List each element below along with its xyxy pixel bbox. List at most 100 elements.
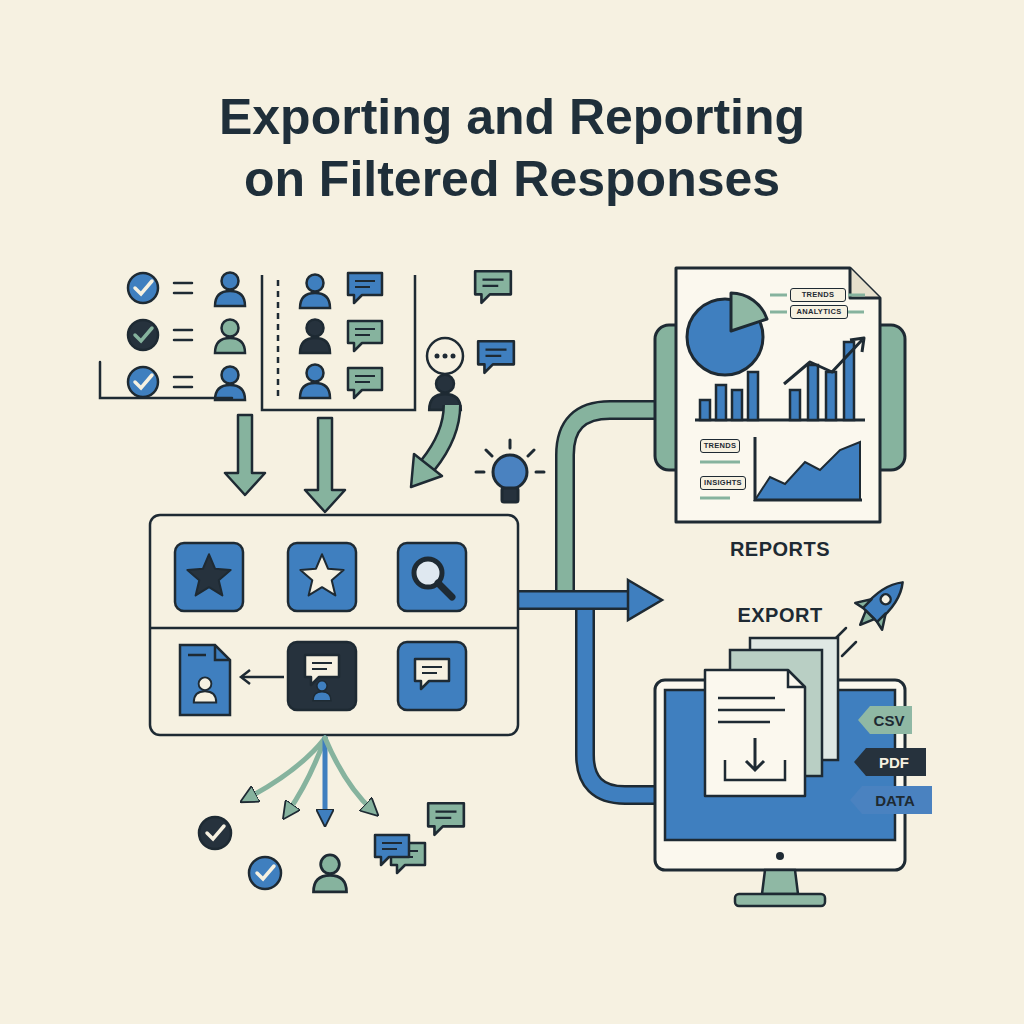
- drawing-part: [277, 280, 280, 398]
- drawing-part: [199, 817, 231, 849]
- drawing-part: [700, 342, 854, 420]
- report-document: REPORTS TRENDS ANALYTICS TRENDS INSIGHTS: [650, 262, 910, 562]
- chart-tag: TRENDS: [700, 439, 740, 453]
- drawing-part: [180, 645, 230, 715]
- format-tag: PDF: [854, 748, 926, 776]
- drawing-part: [288, 543, 356, 611]
- drawing-part: [314, 855, 347, 892]
- tag-text: INSIGHTS: [701, 477, 745, 489]
- drawing-part: [323, 738, 328, 818]
- drawing-part: [215, 645, 230, 660]
- drawing-part: [262, 275, 415, 410]
- drawing-part: [128, 273, 158, 303]
- drawing-part: [808, 365, 818, 420]
- drawing-part: [732, 390, 742, 420]
- drawing-part: [249, 857, 281, 889]
- drawing-part: [348, 321, 382, 351]
- drawing-part: [288, 642, 356, 710]
- drawing-part: [518, 593, 632, 608]
- drawing-part: [879, 592, 893, 606]
- drawing-part: [398, 642, 466, 710]
- drawing-part: [746, 738, 764, 770]
- drawing-part: [427, 338, 463, 374]
- section-heading: REPORTS: [650, 536, 910, 562]
- drawing-part: [429, 375, 461, 410]
- drawing-part: [451, 354, 456, 359]
- drawing-part: [748, 372, 758, 420]
- drawing-part: [855, 593, 892, 630]
- drawing-part: [735, 894, 825, 906]
- rocket: [847, 569, 916, 638]
- drawing-part: [305, 418, 345, 512]
- drawing-part: [313, 681, 331, 701]
- export-monitor: EXPORTCSVPDFDATA: [650, 598, 935, 918]
- format-tag: DATA: [850, 786, 932, 814]
- drawing-part: [348, 273, 382, 303]
- drawing-part: [755, 442, 860, 500]
- drawing-part: [411, 454, 442, 487]
- drawing-part: [435, 354, 440, 359]
- drawing-part: [188, 654, 206, 657]
- drawing-part: [790, 390, 800, 420]
- drawing-part: [428, 803, 464, 835]
- drawing-part: [150, 627, 518, 630]
- drawing-part: [207, 826, 224, 839]
- drawing-part: [443, 354, 448, 359]
- drawing-part: [731, 293, 767, 331]
- filter-hub: [150, 515, 518, 735]
- drawing-part: [241, 670, 250, 684]
- drawing-part: [300, 320, 330, 354]
- drawing-part: [585, 600, 656, 795]
- drawing-part: [187, 554, 230, 595]
- drawing-part: [194, 677, 217, 702]
- diagram-title: Exporting and Reporting on Filtered Resp…: [202, 86, 822, 210]
- report-document-outline: [650, 262, 910, 562]
- drawing-part: [705, 670, 805, 796]
- lightbulb: [476, 440, 544, 502]
- drawing-part: [438, 583, 452, 597]
- drawing-part: [135, 281, 152, 294]
- drawing-part: [174, 283, 192, 387]
- drawing-part: [135, 375, 152, 388]
- drawing-part: [585, 600, 656, 795]
- drawing-part: [325, 738, 372, 810]
- drawing-part: [288, 738, 325, 812]
- drawing-part: [215, 367, 245, 401]
- distribution-arrows: [248, 738, 372, 818]
- respondent-list: [100, 273, 245, 401]
- drawing-part: [776, 852, 784, 860]
- drawing-part: [215, 273, 245, 307]
- drawing-part: [788, 670, 805, 687]
- drawing-part: [716, 385, 726, 420]
- response-list: [262, 273, 415, 410]
- drawing-part: [128, 367, 158, 397]
- drawing-part: [718, 698, 785, 722]
- drawing-part: [628, 580, 662, 620]
- connector-pipes: [518, 410, 662, 795]
- format-label: PDF: [854, 748, 926, 776]
- drawing-part: [300, 275, 330, 309]
- drawing-part: [850, 338, 864, 352]
- drawing-part: [826, 372, 836, 420]
- drawing-part: [175, 543, 243, 611]
- drawing-part: [150, 515, 518, 735]
- chart-tag: ANALYTICS: [790, 305, 848, 319]
- drawing-part: [565, 410, 656, 600]
- drawing-part: [762, 870, 798, 894]
- drawing-part: [257, 866, 274, 879]
- comment-group: [427, 271, 514, 410]
- drawing-part: [135, 328, 152, 341]
- drawing-part: [565, 410, 656, 600]
- drawing-part: [128, 320, 158, 350]
- drawing-part: [348, 368, 382, 398]
- format-label: DATA: [850, 786, 932, 814]
- chart-tag: INSIGHTS: [700, 476, 746, 490]
- drawing-part: [475, 271, 511, 303]
- drawing-part: [225, 415, 265, 495]
- drawing-part: [700, 400, 710, 420]
- chart-tag: TRENDS: [790, 288, 846, 302]
- drawing-part: [300, 365, 330, 399]
- drawing-part: [476, 440, 544, 472]
